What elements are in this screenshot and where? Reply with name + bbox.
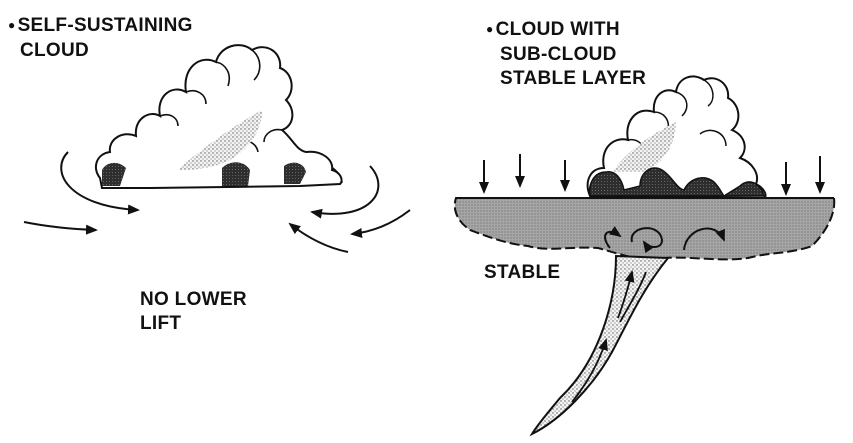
funnel-arrow-1 [571,338,608,403]
left-cloud-dark-patches [102,162,306,186]
self-sustaining-cloud [23,44,411,253]
left-arrow-upper-right [310,165,380,219]
left-cloud-stipple [180,110,262,170]
left-title-line2: CLOUD [20,40,90,61]
no-lower-lift-note: NO LOWER LIFT [140,288,247,336]
stable-layer-cloud [453,75,836,437]
layer-eddy-2 [630,227,664,254]
layer-eddy-1 [604,226,622,249]
right-title-line3: STABLE LAYER [500,68,647,89]
stable-layer-label: STABLE [484,262,561,283]
right-cloud-lobes [627,79,727,155]
bullet-icon [486,19,496,40]
left-cloud-outline [94,44,343,189]
right-cloud-stipple [612,122,676,172]
right-panel-title: CLOUD WITH SUB-CLOUD STABLE LAYER [486,18,646,91]
left-arrow-lower-left [23,221,98,235]
left-cloud-lobes [159,49,283,153]
funnel-arrow-3 [619,271,647,323]
left-panel-title: SELF-SUSTAINING CLOUD [8,14,193,63]
bullet-icon [8,15,18,36]
right-cloud-dark-base [588,167,765,197]
right-title-line1: CLOUD WITH [495,19,620,40]
left-arrow-mid-right [350,209,411,238]
right-title-line2: SUB-CLOUD [500,44,617,65]
left-title-line1: SELF-SUSTAINING [17,15,193,36]
left-arrow-upper-left [60,151,140,215]
note-line2: LIFT [140,313,182,334]
layer-eddy-3 [683,227,725,251]
left-arrow-lower-right [288,222,349,253]
funnel-arrow-2 [617,270,635,319]
note-line1: NO LOWER [140,289,247,310]
